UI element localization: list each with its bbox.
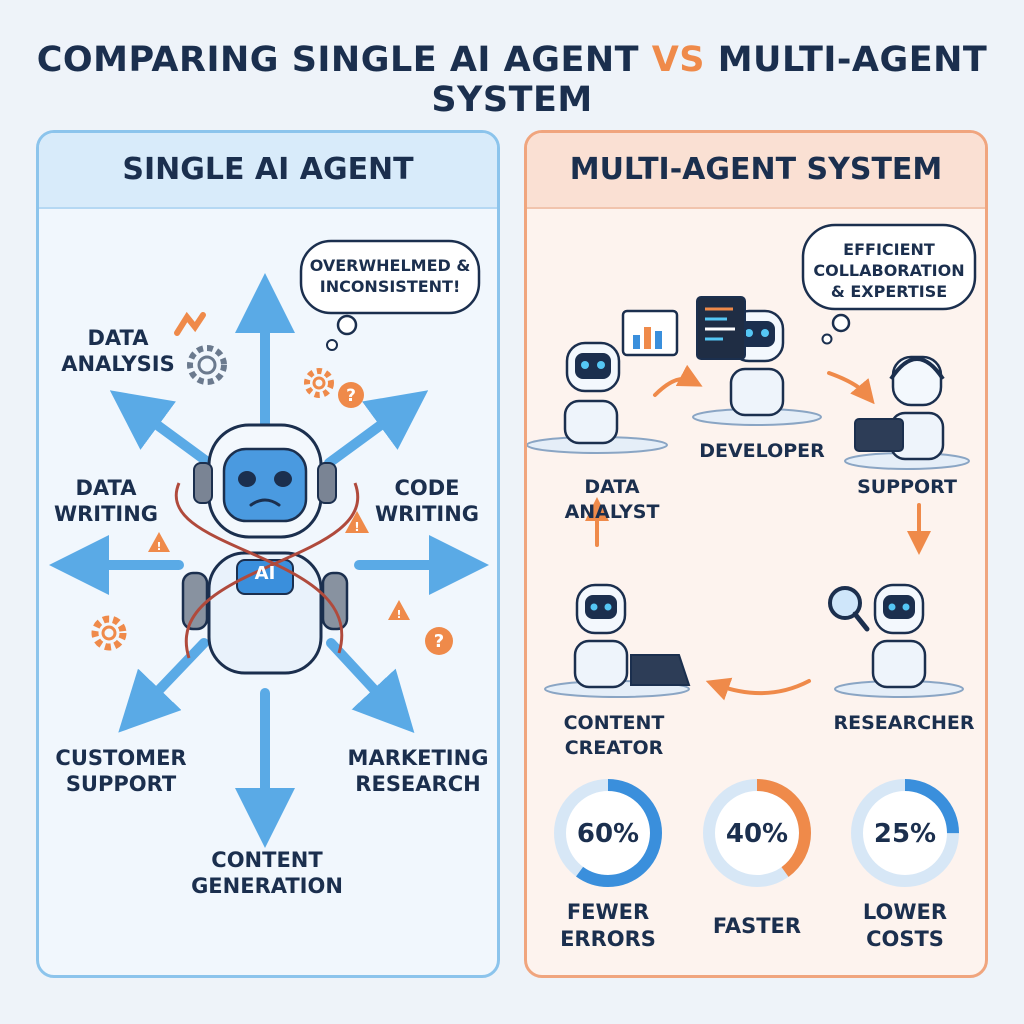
question-icon: ?	[425, 627, 453, 655]
single-agent-heading: SINGLE AI AGENT	[39, 133, 497, 209]
donut-fill	[703, 779, 811, 887]
stat-label-lower-costs: LOWER COSTS	[862, 900, 948, 951]
donut-fill	[851, 779, 959, 887]
task-customer-support: CUSTOMER SUPPORT	[55, 746, 187, 796]
ai-badge: AI	[254, 563, 276, 584]
data-analyst-robot-icon	[527, 341, 668, 454]
gear-icon	[187, 345, 227, 385]
task-content-generation: CONTENT GENERATION	[191, 848, 343, 898]
magnifier-icon	[828, 586, 870, 632]
stat-value-lower-costs: 25%	[873, 819, 937, 849]
warning-icon: !	[345, 511, 369, 534]
arrow-up-left	[109, 390, 214, 468]
stat-value-faster: 40%	[725, 819, 789, 849]
role-researcher: RESEARCHER	[833, 712, 975, 734]
flow-arrow	[653, 364, 703, 397]
svg-text:!: !	[156, 540, 161, 553]
role-data-analyst: DATA ANALYST	[564, 476, 660, 523]
overwhelmed-robot-icon	[174, 423, 360, 675]
warning-icon: !	[388, 600, 410, 621]
title-part-2: MULTI-AGENT SYSTEM	[431, 40, 988, 120]
multi-agent-heading: MULTI-AGENT SYSTEM	[527, 133, 985, 209]
arrow-down-left	[118, 638, 209, 733]
flow-arrow	[705, 677, 811, 701]
broken-gear-icon	[174, 311, 206, 336]
stats-donuts	[554, 779, 959, 887]
role-developer: DEVELOPER	[699, 440, 825, 462]
stat-label-faster: FASTER	[712, 914, 802, 938]
role-support: SUPPORT	[857, 476, 957, 498]
researcher-robot-icon	[834, 583, 964, 698]
single-agent-panel: SINGLE AI AGENT	[36, 130, 500, 978]
task-marketing-research: MARKETING RESEARCH	[347, 746, 489, 796]
single-agent-illustration: ? ? ! ! !	[48, 239, 489, 848]
task-data-writing: DATA WRITING	[53, 476, 159, 526]
arrow-up-right	[324, 390, 429, 468]
svg-text:?: ?	[346, 386, 356, 406]
svg-text:!: !	[396, 608, 401, 621]
donut-fill	[554, 779, 662, 887]
gear-icon	[91, 615, 127, 651]
main-title: COMPARING SINGLE AI AGENT VS MULTI-AGENT…	[0, 40, 1024, 120]
svg-text:!: !	[354, 520, 359, 534]
speech-bubble-overwhelmed	[299, 239, 481, 351]
speech-bubble-efficient	[801, 223, 977, 345]
stat-label-fewer-errors: FEWER ERRORS	[560, 900, 656, 951]
question-icon: ?	[338, 382, 364, 408]
flow-arrow	[827, 371, 875, 405]
code-screen-icon	[696, 296, 746, 360]
support-robot-icon	[844, 355, 970, 470]
content-creator-robot-icon	[544, 583, 691, 698]
task-data-analysis: DATA ANALYSIS	[61, 326, 175, 376]
warning-icon: !	[148, 532, 170, 553]
multi-agent-panel: MULTI-AGENT SYSTEM	[524, 130, 988, 978]
stat-value-fewer-errors: 60%	[576, 819, 640, 849]
arrow-down-right	[326, 638, 415, 734]
svg-text:?: ?	[434, 631, 444, 652]
multi-agent-illustration	[527, 223, 977, 887]
gear-icon	[304, 368, 334, 398]
title-part-1: COMPARING SINGLE AI AGENT	[36, 40, 652, 80]
overwhelmed-bubble-text: OVERWHELMED & INCONSISTENT!	[309, 256, 471, 296]
task-code-writing: CODE WRITING	[374, 476, 480, 526]
developer-robot-icon	[692, 309, 822, 426]
role-content-creator: CONTENT CREATOR	[563, 712, 665, 759]
title-vs: VS	[651, 40, 706, 80]
efficient-bubble-text: EFFICIENT COLLABORATION & EXPERTISE	[813, 240, 965, 301]
chart-board-icon	[621, 309, 679, 357]
